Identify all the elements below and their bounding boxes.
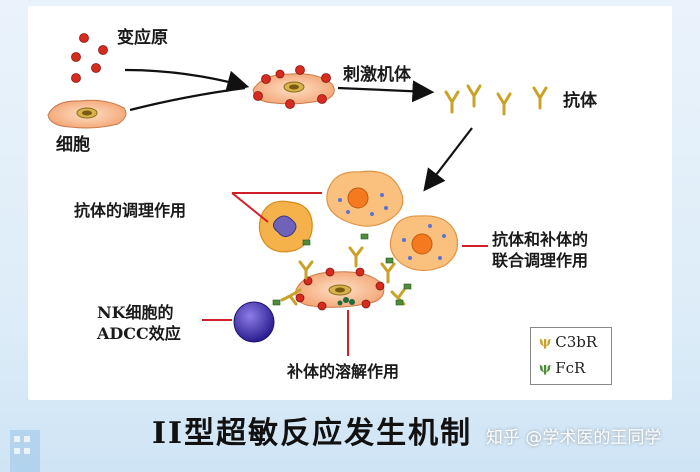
macrophage-top-icon <box>326 170 404 227</box>
free-antigens <box>71 33 108 83</box>
label-opsonization: 抗体的调理作用 <box>74 201 187 220</box>
label-stimulate: 刺激机体 <box>343 65 411 85</box>
neutrophil-icon <box>258 200 313 253</box>
label-nk-2: ADCC效应 <box>97 324 181 343</box>
central-target-cell-icon <box>295 267 385 311</box>
connector-lines <box>202 192 488 356</box>
macrophage-right-icon <box>389 215 459 272</box>
page-title: II型超敏反应发生机制 <box>152 416 473 451</box>
c3br-receptor-icon: ψ <box>539 334 552 350</box>
legend: ψ C3bR ψ FcR <box>530 327 612 385</box>
label-combined-1: 抗体和补体的 <box>492 230 589 249</box>
label-nk-1: NK细胞的 <box>97 303 174 322</box>
label-combined-2: 联合调理作用 <box>492 251 589 270</box>
free-antibodies <box>444 84 548 116</box>
arrow-cell-to-coated <box>129 86 246 112</box>
legend-c3br-label: C3bR <box>555 333 598 351</box>
legend-fcr: ψ FcR <box>539 359 585 377</box>
label-lysis: 补体的溶解作用 <box>287 362 400 381</box>
label-antibody: 抗体 <box>563 91 597 111</box>
label-allergen: 变应原 <box>117 28 168 48</box>
arrow-stimulate <box>337 80 435 103</box>
legend-c3br: ψ C3bR <box>539 333 597 351</box>
arrow-to-effector <box>423 127 473 192</box>
building-icon <box>10 430 40 472</box>
nk-cell-icon <box>233 301 275 343</box>
target-cell-icon <box>47 99 127 129</box>
receptors <box>272 233 412 306</box>
antigen-coated-cell-icon <box>252 65 335 109</box>
arrow-antigen-to-cell <box>124 68 250 93</box>
fcr-receptor-icon: ψ <box>539 360 552 376</box>
label-cell: 细胞 <box>56 135 90 155</box>
watermark: 知乎 @学术医的王同学 <box>486 428 662 448</box>
legend-fcr-label: FcR <box>555 359 586 377</box>
